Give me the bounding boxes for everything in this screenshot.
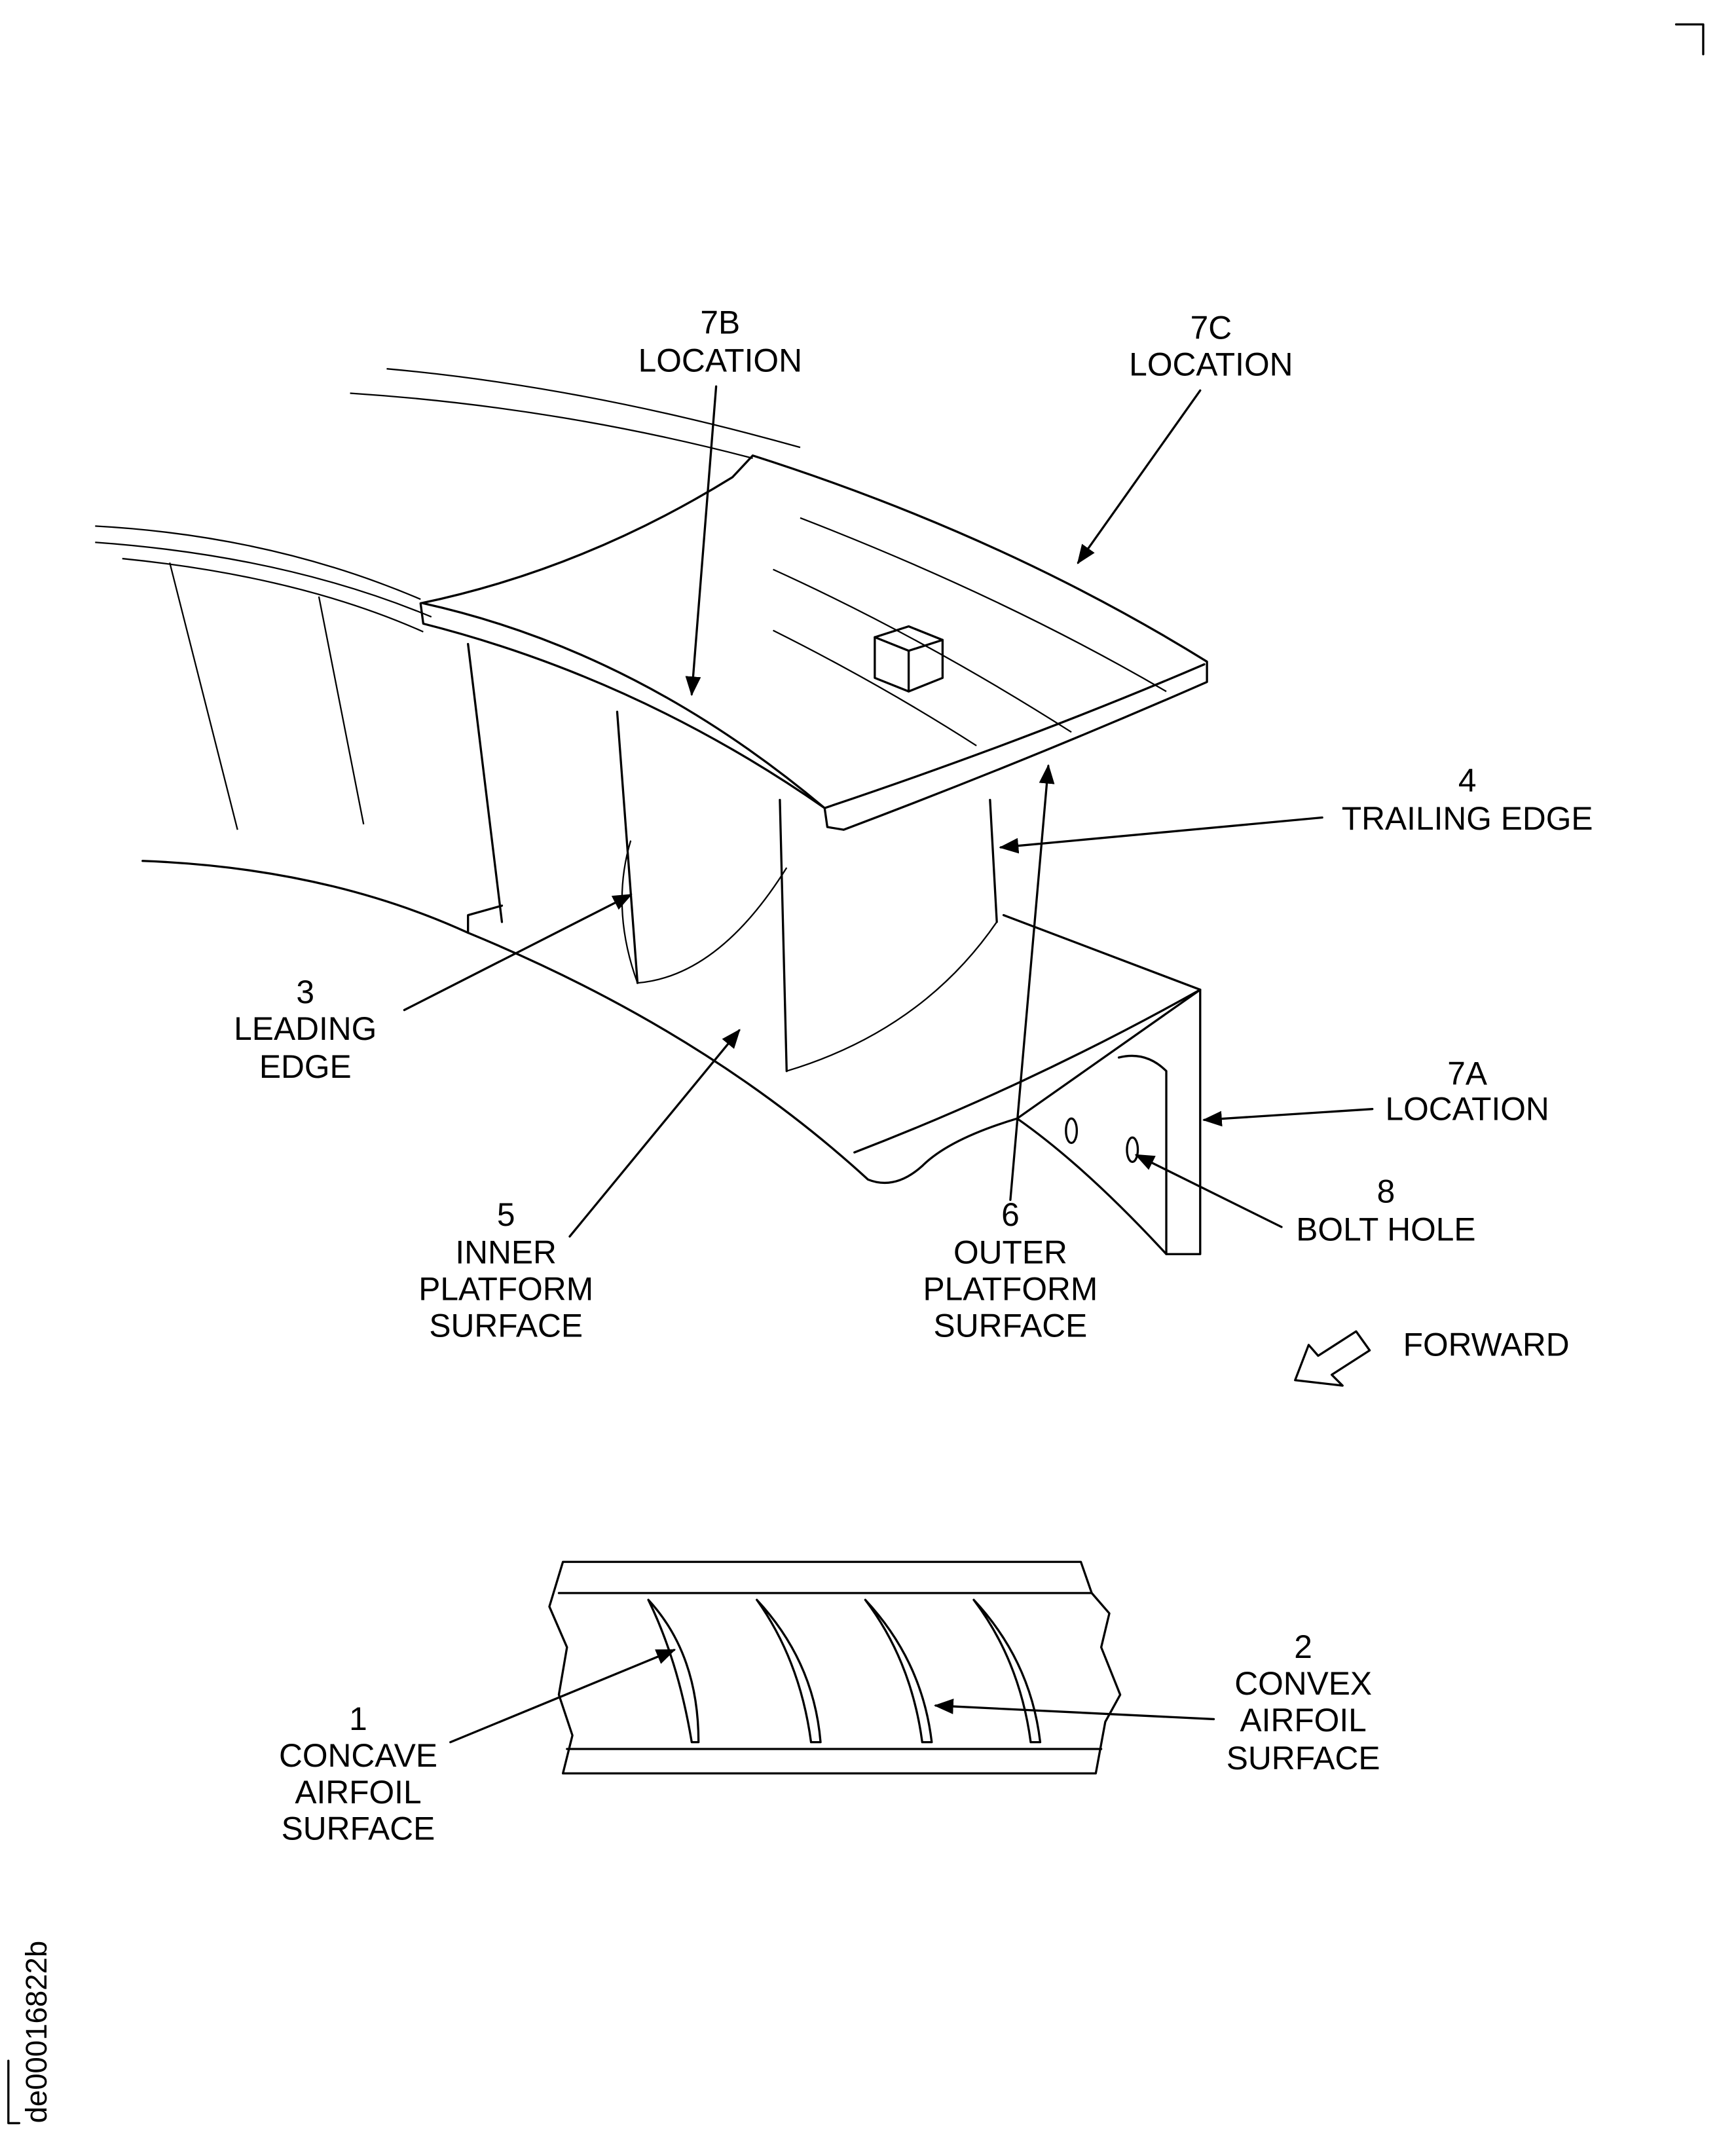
figure-id-bracket xyxy=(7,2059,21,2125)
forward-label: FORWARD xyxy=(1403,1327,1570,1363)
label-7a-number: 7A xyxy=(1447,1055,1488,1092)
airfoils xyxy=(467,642,998,1073)
label-8-number: 8 xyxy=(1377,1173,1395,1210)
label-1-text: AIRFOIL xyxy=(295,1774,421,1811)
label-7c-number: 7C xyxy=(1191,310,1232,346)
label-6-number: 6 xyxy=(1001,1196,1020,1233)
label-2-number: 2 xyxy=(1294,1628,1312,1665)
label-1-text: CONCAVE xyxy=(279,1737,437,1774)
label-5-number: 5 xyxy=(497,1196,515,1233)
label-1-number: 1 xyxy=(349,1701,367,1737)
leader-lines xyxy=(403,385,1374,1744)
label-8-text: BOLT HOLE xyxy=(1296,1211,1475,1248)
label-6-text: SURFACE xyxy=(934,1308,1088,1344)
label-7b-number: 7B xyxy=(700,304,740,340)
label-6-text: OUTER xyxy=(953,1234,1067,1271)
label-5-text: PLATFORM xyxy=(418,1271,593,1308)
label-1-text: SURFACE xyxy=(282,1811,435,1847)
label-7a-text: LOCATION xyxy=(1386,1090,1549,1127)
label-2-text: CONVEX xyxy=(1234,1665,1372,1702)
label-2-text: SURFACE xyxy=(1227,1740,1380,1776)
label-5-text: INNER xyxy=(455,1234,557,1271)
label-3-text: LEADING xyxy=(234,1010,377,1047)
label-5-text: SURFACE xyxy=(429,1308,583,1344)
label-7b-text: LOCATION xyxy=(638,342,802,378)
engine-rings xyxy=(95,368,801,934)
bolt-hole-icon xyxy=(1065,1117,1079,1145)
forward-arrow-icon xyxy=(1294,1330,1371,1387)
label-4-text: TRAILING EDGE xyxy=(1342,800,1593,837)
label-6-text: PLATFORM xyxy=(923,1271,1098,1308)
inner-platform xyxy=(467,904,1202,1255)
label-4-number: 4 xyxy=(1458,762,1477,799)
outer-shroud xyxy=(419,454,1208,831)
airfoil-section-view xyxy=(548,1560,1122,1775)
figure-id: de00016822b xyxy=(20,1941,53,2124)
label-2-text: AIRFOIL xyxy=(1240,1702,1366,1738)
label-3-text: EDGE xyxy=(259,1048,352,1085)
bolt-hole-icon xyxy=(1126,1136,1139,1164)
corner-mark xyxy=(1674,23,1705,56)
shroud-key xyxy=(874,625,944,693)
label-7c-text: LOCATION xyxy=(1129,346,1293,383)
label-3-number: 3 xyxy=(296,974,314,1010)
